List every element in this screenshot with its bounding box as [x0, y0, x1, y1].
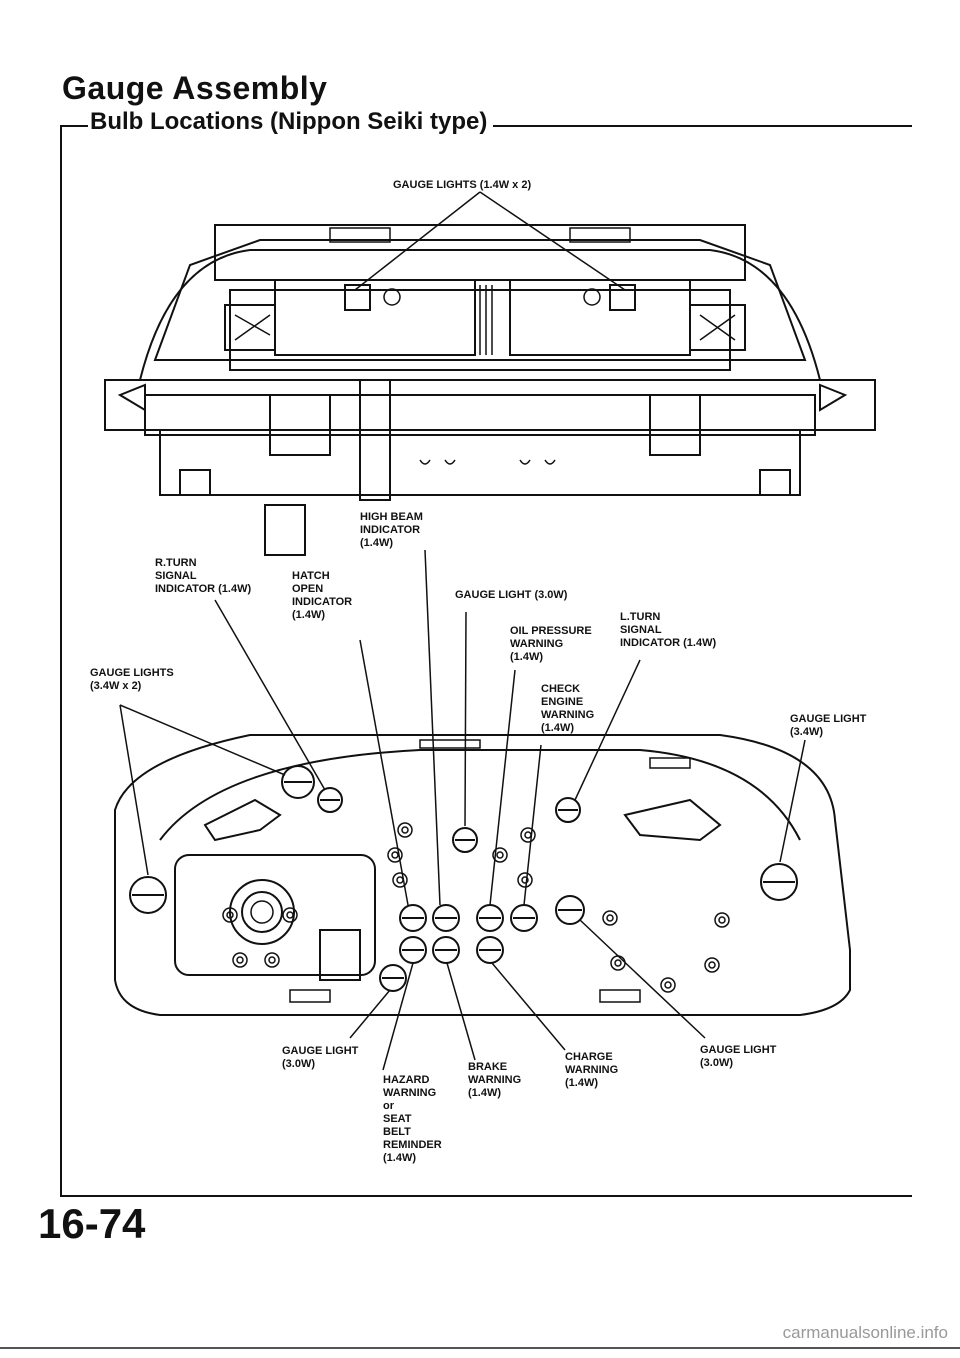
bulb-socket — [555, 797, 581, 823]
label-hatch-2: OPEN — [292, 583, 323, 595]
bulb-socket — [476, 936, 504, 964]
callout-labels: GAUGE LIGHTS (1.4W x 2) HIGH BEAM INDICA… — [90, 179, 867, 1164]
bulb-socket — [476, 904, 504, 932]
label-hatch-4: (1.4W) — [292, 609, 325, 621]
bulb-socket — [129, 876, 167, 914]
label-check-engine-4: (1.4W) — [541, 722, 574, 734]
bulb-socket — [452, 827, 478, 853]
label-gauge-lights-left-2: (3.4W x 2) — [90, 680, 142, 692]
page-title: Gauge Assembly — [62, 70, 328, 106]
label-hazard-6: REMINDER — [383, 1139, 442, 1151]
label-gauge-light-br-2: (3.0W) — [700, 1057, 733, 1069]
label-check-engine-3: WARNING — [541, 709, 594, 721]
label-charge-1: CHARGE — [565, 1051, 613, 1063]
bulb-socket — [399, 904, 427, 932]
housing-top-view — [104, 224, 876, 556]
bulb-socket — [399, 936, 427, 964]
bulb-socket — [432, 936, 460, 964]
section-title: Bulb Locations (Nippon Seiki type) — [88, 108, 494, 136]
label-brake-1: BRAKE — [468, 1061, 507, 1073]
label-gauge-lights-left-1: GAUGE LIGHTS — [90, 667, 174, 679]
label-gauge-light-right-2: (3.4W) — [790, 726, 823, 738]
bulb-sockets — [129, 765, 798, 992]
page-number: 16-74 — [38, 1200, 146, 1247]
gauge-face-view — [114, 734, 851, 1016]
label-l-turn-2: SIGNAL — [620, 624, 662, 636]
label-hatch-1: HATCH — [292, 570, 330, 582]
label-r-turn-3: INDICATOR (1.4W) — [155, 583, 251, 595]
label-high-beam-3: (1.4W) — [360, 537, 393, 549]
label-high-beam-1: HIGH BEAM — [360, 511, 423, 523]
label-hazard-2: WARNING — [383, 1087, 436, 1099]
bottom-rule — [60, 1195, 912, 1197]
label-gauge-light-bl-1: GAUGE LIGHT — [282, 1045, 359, 1057]
label-brake-3: (1.4W) — [468, 1087, 501, 1099]
label-gauge-light-bl-2: (3.0W) — [282, 1058, 315, 1070]
section-frame-left — [60, 125, 62, 1195]
leaders-top — [354, 191, 626, 291]
label-high-beam-2: INDICATOR — [360, 524, 420, 536]
label-oil-2: WARNING — [510, 638, 563, 650]
screw-markers — [222, 822, 730, 993]
label-brake-2: WARNING — [468, 1074, 521, 1086]
bulb-socket — [317, 787, 343, 813]
label-charge-3: (1.4W) — [565, 1077, 598, 1089]
label-charge-2: WARNING — [565, 1064, 618, 1076]
label-hazard-7: (1.4W) — [383, 1152, 416, 1164]
label-l-turn-3: INDICATOR (1.4W) — [620, 637, 716, 649]
footer-site: carmanualsonline.info — [782, 1323, 948, 1342]
label-hatch-3: INDICATOR — [292, 596, 352, 608]
label-check-engine-1: CHECK — [541, 683, 580, 695]
bulb-socket — [760, 863, 798, 901]
bulb-socket — [510, 904, 538, 932]
label-oil-1: OIL PRESSURE — [510, 625, 592, 637]
label-hazard-3: or — [383, 1100, 395, 1112]
bulb-socket — [432, 904, 460, 932]
bulb-socket — [379, 964, 407, 992]
label-gauge-light-br-1: GAUGE LIGHT — [700, 1044, 777, 1056]
label-l-turn-1: L.TURN — [620, 611, 660, 623]
footer-rule — [0, 1347, 960, 1349]
label-hazard-4: SEAT — [383, 1113, 412, 1125]
label-r-turn-1: R.TURN — [155, 557, 197, 569]
bulb-socket — [555, 895, 585, 925]
label-r-turn-2: SIGNAL — [155, 570, 197, 582]
label-gauge-light-center: GAUGE LIGHT (3.0W) — [455, 589, 568, 601]
label-hazard-1: HAZARD — [383, 1074, 429, 1086]
label-oil-3: (1.4W) — [510, 651, 543, 663]
label-check-engine-2: ENGINE — [541, 696, 583, 708]
label-gauge-lights-top: GAUGE LIGHTS (1.4W x 2) — [393, 179, 531, 191]
bulb-socket — [281, 765, 315, 799]
label-hazard-5: BELT — [383, 1126, 411, 1138]
leader-lines — [119, 549, 806, 1071]
label-gauge-light-right-1: GAUGE LIGHT — [790, 713, 867, 725]
